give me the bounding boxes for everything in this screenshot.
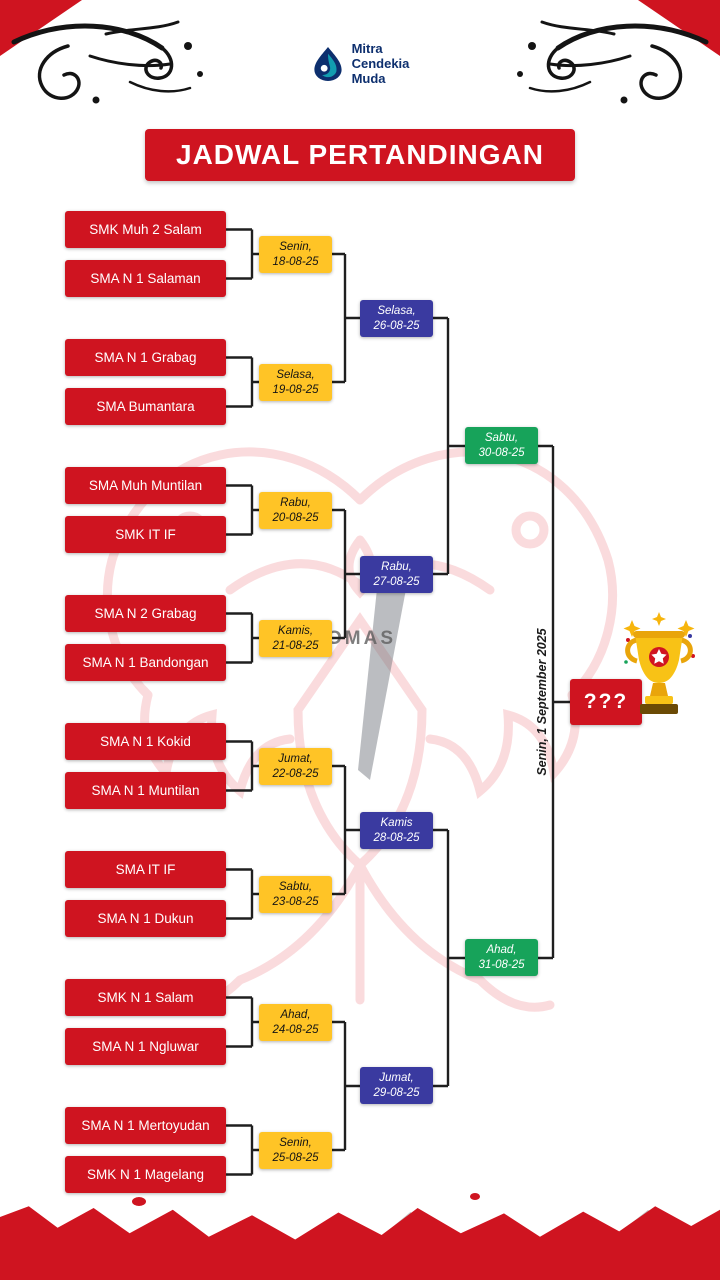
logo-line: Mitra <box>351 41 383 56</box>
match-day: Rabu, <box>381 560 412 573</box>
match-day: Rabu, <box>280 496 311 509</box>
final-date-vertical-label: Senin, 1 September 2025 <box>535 628 549 776</box>
match-date: 31-08-25 <box>478 958 525 971</box>
round1-date-badge: Jumat, 22-08-25 <box>259 748 332 785</box>
match-date: 24-08-25 <box>272 1023 319 1036</box>
match-day: Kamis, <box>277 624 314 637</box>
team-box: SMA N 1 Salaman <box>65 260 226 297</box>
round2-date-badge: Jumat, 29-08-25 <box>360 1067 433 1104</box>
match-date: 28-08-25 <box>373 831 420 844</box>
match-date: 23-08-25 <box>272 895 319 908</box>
match-day: Ahad, <box>486 943 517 956</box>
team-box: SMA N 1 Grabag <box>65 339 226 376</box>
logo-mark-icon <box>313 47 342 82</box>
round2-date-badge: Selasa, 26-08-25 <box>360 300 433 337</box>
match-date: 20-08-25 <box>272 511 319 524</box>
round1-date-badge: Sabtu, 23-08-25 <box>259 876 332 913</box>
match-day: Ahad, <box>280 1008 311 1021</box>
match-date: 22-08-25 <box>272 767 319 780</box>
team-box: SMK IT IF <box>65 516 226 553</box>
match-day: Sabtu, <box>278 880 313 893</box>
team-box: SMA N 1 Dukun <box>65 900 226 937</box>
match-date: 19-08-25 <box>272 383 319 396</box>
winner-box: ??? <box>570 679 642 725</box>
round2-date-badge: Rabu, 27-08-25 <box>360 556 433 593</box>
team-box: SMA N 1 Kokid <box>65 723 226 760</box>
match-day: Jumat, <box>278 752 313 765</box>
team-box: SMK Muh 2 Salam <box>65 211 226 248</box>
round1-date-badge: Ahad, 24-08-25 <box>259 1004 332 1041</box>
team-box: SMA Muh Muntilan <box>65 467 226 504</box>
round1-date-badge: Senin, 25-08-25 <box>259 1132 332 1169</box>
round2-date-badge: Kamis 28-08-25 <box>360 812 433 849</box>
match-date: 26-08-25 <box>373 319 420 332</box>
match-date: 18-08-25 <box>272 255 319 268</box>
watermark-text: OMAS <box>327 628 396 649</box>
match-date: 29-08-25 <box>373 1086 420 1099</box>
team-box: SMA Bumantara <box>65 388 226 425</box>
team-box: SMA N 2 Grabag <box>65 595 226 632</box>
match-date: 25-08-25 <box>272 1151 319 1164</box>
team-box: SMK N 1 Salam <box>65 979 226 1016</box>
logo-line: Cendekia <box>351 55 410 71</box>
match-day: Selasa, <box>377 304 416 317</box>
trophy-icon <box>623 612 695 714</box>
round1-date-badge: Kamis, 21-08-25 <box>259 620 332 657</box>
round1-date-badge: Selasa, 19-08-25 <box>259 364 332 401</box>
ink-splat <box>470 1193 480 1200</box>
semifinal-date-badge: Ahad, 31-08-25 <box>465 939 538 976</box>
match-date: 27-08-25 <box>373 575 420 588</box>
team-box: SMA N 1 Mertoyudan <box>65 1107 226 1144</box>
team-box: SMA IT IF <box>65 851 226 888</box>
logo: Mitra Cendekia Muda <box>0 41 720 86</box>
ink-splat <box>132 1197 146 1206</box>
match-day: Kamis <box>380 816 413 829</box>
team-box: SMA N 1 Bandongan <box>65 644 226 681</box>
logo-text: Mitra Cendekia Muda <box>351 41 410 86</box>
round1-date-badge: Rabu, 20-08-25 <box>259 492 332 529</box>
match-day: Sabtu, <box>484 431 519 444</box>
match-day: Senin, <box>279 240 312 253</box>
title-banner: JADWAL PERTANDINGAN <box>145 129 575 181</box>
match-day: Senin, <box>279 1136 312 1149</box>
corner-flourish-left-icon <box>10 12 210 117</box>
match-date: 21-08-25 <box>272 639 319 652</box>
logo-line: Muda <box>351 70 386 86</box>
round1-date-badge: Senin, 18-08-25 <box>259 236 332 273</box>
match-day: Selasa, <box>276 368 315 381</box>
match-date: 30-08-25 <box>478 446 525 459</box>
team-box: SMK N 1 Magelang <box>65 1156 226 1193</box>
semifinal-date-badge: Sabtu, 30-08-25 <box>465 427 538 464</box>
match-day: Jumat, <box>379 1071 414 1084</box>
corner-flourish-right-icon <box>510 12 710 117</box>
team-box: SMA N 1 Ngluwar <box>65 1028 226 1065</box>
team-box: SMA N 1 Muntilan <box>65 772 226 809</box>
